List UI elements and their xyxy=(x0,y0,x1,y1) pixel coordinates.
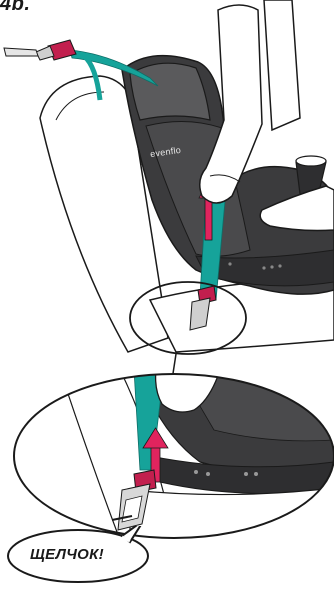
headrest xyxy=(130,63,210,120)
click-callout-text: ЩЕЛЧОК! xyxy=(30,546,104,563)
step-label: 4b. xyxy=(0,0,30,16)
